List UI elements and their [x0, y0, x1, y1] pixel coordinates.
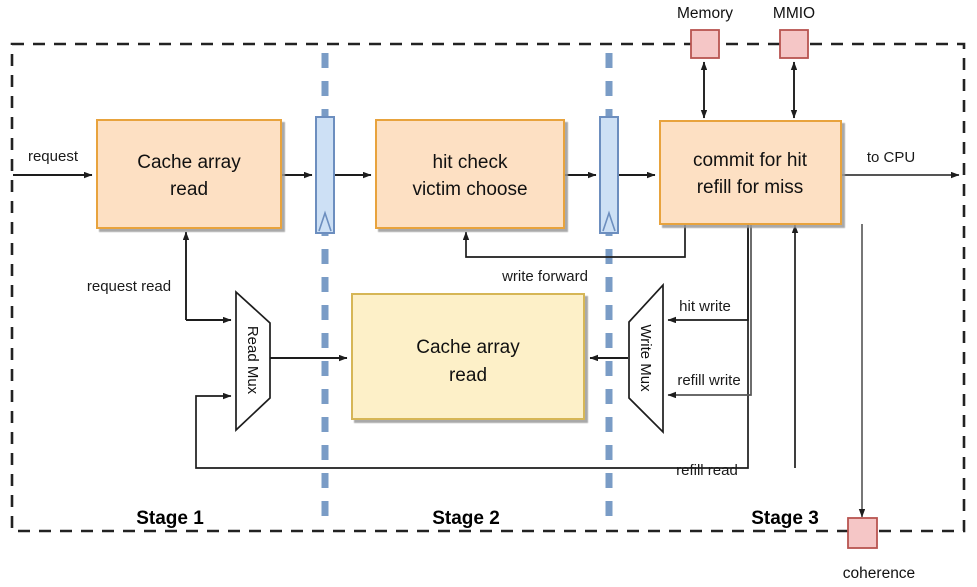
wire-write-forward: [462, 224, 686, 258]
block-label-line2: read: [449, 365, 487, 386]
label-request-read: request read: [87, 278, 171, 295]
block-commit-refill[interactable]: commit for hit refill for miss: [659, 120, 842, 225]
block-label-line1: commit for hit: [693, 150, 808, 171]
stage-label-1: Stage 1: [136, 508, 204, 529]
label-write-forward: write forward: [501, 268, 588, 285]
write-mux-label: Write Mux: [637, 324, 654, 392]
wire-refill-read: [195, 224, 749, 469]
block-label-line2: victim choose: [412, 179, 527, 200]
wire-hit-write: [667, 224, 749, 324]
mmio-label: MMIO: [773, 5, 815, 22]
label-to-cpu: to CPU: [867, 149, 915, 166]
pipeline-register-2: [599, 116, 619, 234]
label-refill-read: refill read: [676, 462, 738, 479]
read-mux[interactable]: Read Mux: [235, 290, 271, 432]
wire-refill-write: [842, 195, 850, 200]
coherence-label: coherence: [843, 565, 915, 582]
block-cache-array-read-stage1[interactable]: Cache array read: [96, 119, 282, 229]
memory-label: Memory: [677, 5, 733, 22]
label-refill-write: refill write: [677, 372, 740, 389]
read-mux-label: Read Mux: [244, 326, 261, 395]
stage-label-3: Stage 3: [751, 508, 819, 529]
label-hit-write: hit write: [679, 298, 731, 315]
cache-boundary: [10, 42, 966, 533]
block-label-line2: read: [170, 179, 208, 200]
block-label-line1: Cache array: [137, 152, 241, 173]
block-label-line1: hit check: [433, 152, 508, 173]
wire-refill-write-main: [667, 195, 841, 399]
block-label-line1: Cache array: [416, 337, 520, 358]
write-mux[interactable]: Write Mux: [628, 282, 664, 435]
pipeline-register-1: [315, 53, 335, 234]
stage-label-2: Stage 2: [432, 508, 500, 529]
block-hit-check-victim-choose[interactable]: hit check victim choose: [375, 119, 565, 229]
coherence-node[interactable]: [847, 517, 878, 549]
memory-node[interactable]: [690, 29, 720, 59]
block-label-line2: refill for miss: [697, 177, 804, 198]
label-request: request: [28, 148, 79, 165]
block-cache-array-read-storage[interactable]: Cache array read: [351, 293, 585, 420]
mmio-node[interactable]: [779, 29, 809, 59]
